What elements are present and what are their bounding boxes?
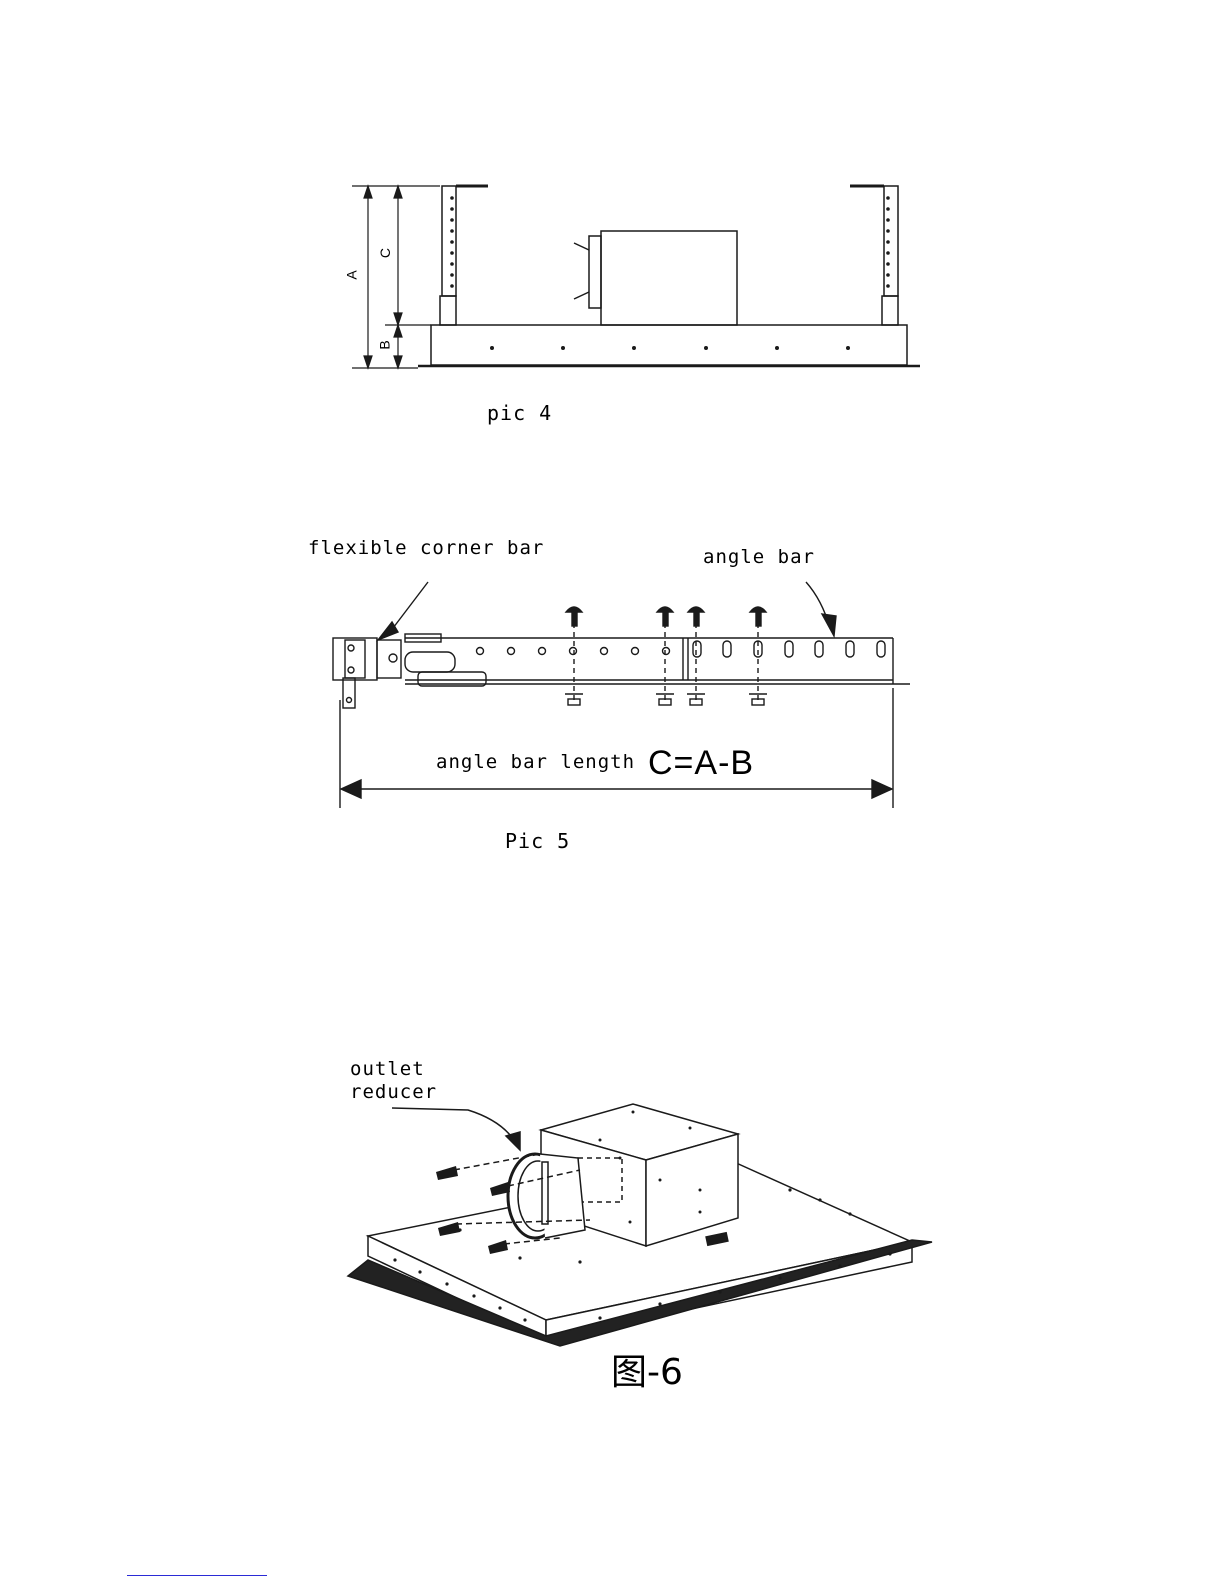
footer-link-underline	[127, 1575, 267, 1576]
pic6-caption: 图-6	[611, 1343, 683, 1395]
pic6-outlet-reducer	[508, 1154, 585, 1238]
pic6-reducer-leader	[392, 1108, 514, 1140]
pic6-outlet-reducer-label: outlet reducer	[350, 1058, 437, 1104]
